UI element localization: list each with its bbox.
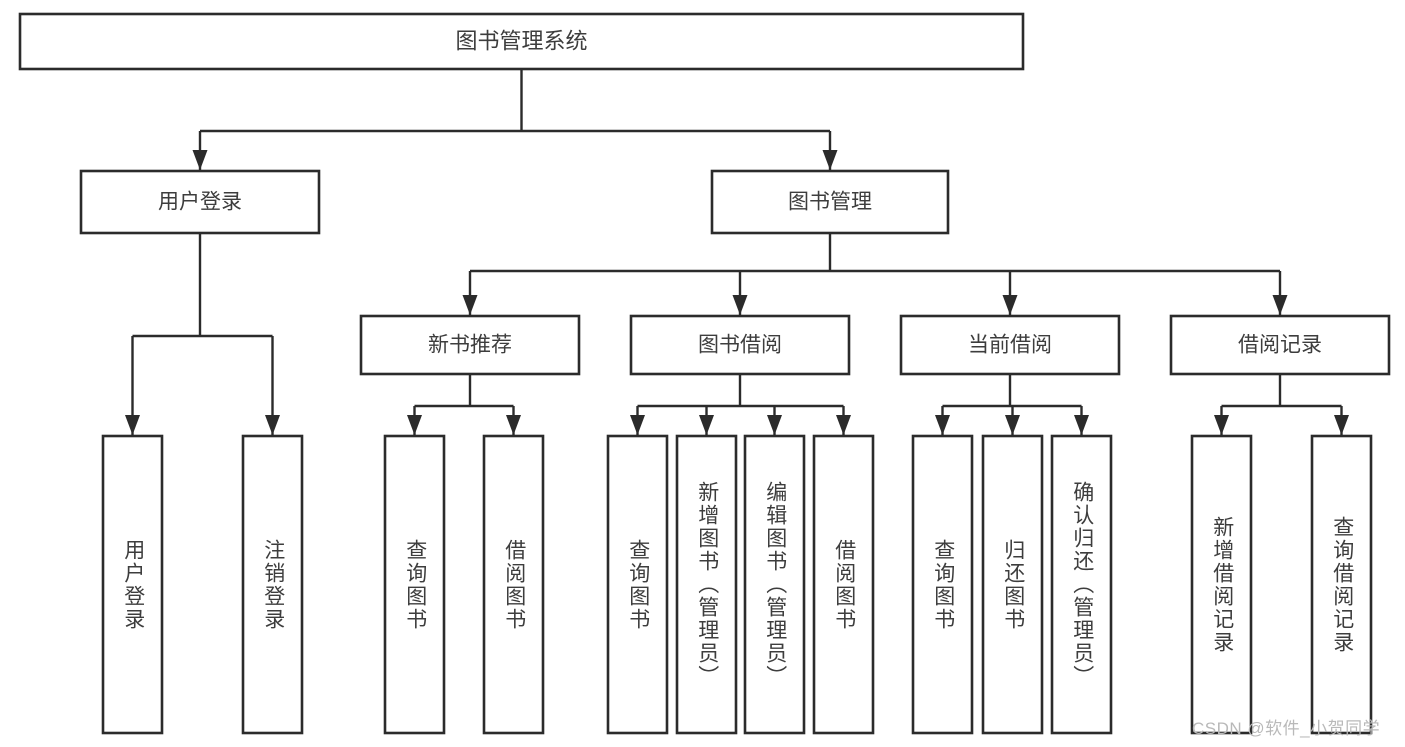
root-node-图书管理系统-rect bbox=[18, 12, 1025, 71]
leaf-node-3-rect bbox=[482, 434, 545, 735]
level3-node-0-label: 新书推荐 bbox=[428, 334, 512, 357]
root-node-label: 图书管理系统 bbox=[455, 28, 587, 53]
leaf-node-9[interactable] bbox=[981, 434, 1044, 735]
leaf-node-12-rect bbox=[1310, 434, 1373, 735]
leaf-node-12[interactable] bbox=[1310, 434, 1373, 735]
arrow-down-icon-level3-1-leaf-3 bbox=[836, 415, 851, 435]
arrow-down-icon-level3-0 bbox=[462, 295, 478, 315]
leaf-node-0-rect bbox=[101, 434, 164, 735]
leaf-node-9-rect bbox=[981, 434, 1044, 735]
arrow-down-icon-userlogin-leaf-1 bbox=[265, 415, 280, 435]
leaf-node-8[interactable] bbox=[911, 434, 974, 735]
level3-node-2-rect bbox=[899, 314, 1121, 376]
leaf-node-11[interactable] bbox=[1190, 434, 1253, 735]
leaf-node-8-rect bbox=[911, 434, 974, 735]
level2-node-0-label: 用户登录 bbox=[158, 191, 242, 214]
level2-node-1-label: 图书管理 bbox=[788, 191, 872, 214]
level3-node-3[interactable] bbox=[1169, 314, 1391, 376]
leaf-node-10-rect bbox=[1050, 434, 1113, 735]
leaf-node-5-rect bbox=[675, 434, 738, 735]
level2-node-0[interactable] bbox=[79, 169, 321, 235]
arrow-down-icon-level3-1-leaf-2 bbox=[767, 415, 782, 435]
level3-node-3-label: 借阅记录 bbox=[1238, 334, 1322, 357]
arrow-down-icon-level3-2-leaf-1 bbox=[1005, 415, 1020, 435]
leaf-node-2-rect bbox=[383, 434, 446, 735]
arrow-down-icon-level2-1 bbox=[822, 150, 838, 170]
leaf-node-3[interactable] bbox=[482, 434, 545, 735]
root-node-图书管理系统[interactable] bbox=[18, 12, 1025, 71]
level3-node-2-label: 当前借阅 bbox=[968, 334, 1052, 357]
level3-node-2[interactable] bbox=[899, 314, 1121, 376]
leaf-node-6[interactable] bbox=[743, 434, 806, 735]
arrow-down-icon-level3-1-leaf-1 bbox=[699, 415, 714, 435]
leaf-node-4-rect bbox=[606, 434, 669, 735]
arrow-down-icon-level3-2 bbox=[1002, 295, 1018, 315]
level3-node-0-rect bbox=[359, 314, 581, 376]
leaf-node-0[interactable] bbox=[101, 434, 164, 735]
arrow-down-icon-level3-3-leaf-1 bbox=[1334, 415, 1349, 435]
arrow-down-icon-level3-1 bbox=[732, 295, 748, 315]
level3-node-1-label: 图书借阅 bbox=[698, 334, 782, 357]
arrow-down-icon-level3-0-leaf-0 bbox=[407, 415, 422, 435]
leaf-node-10[interactable] bbox=[1050, 434, 1113, 735]
leaf-node-1[interactable] bbox=[241, 434, 304, 735]
level2-node-1[interactable] bbox=[710, 169, 950, 235]
leaf-node-11-rect bbox=[1190, 434, 1253, 735]
level2-node-1-rect bbox=[710, 169, 950, 235]
arrow-down-icon-level3-3-leaf-0 bbox=[1214, 415, 1229, 435]
arrow-down-icon-level3-0-leaf-1 bbox=[506, 415, 521, 435]
node-boxes bbox=[18, 12, 1391, 735]
level2-node-0-rect bbox=[79, 169, 321, 235]
arrow-down-icon-level3-2-leaf-0 bbox=[935, 415, 950, 435]
level3-node-3-rect bbox=[1169, 314, 1391, 376]
leaf-node-1-rect bbox=[241, 434, 304, 735]
csdn-watermark: CSDN @软件_小贺同学 bbox=[1192, 719, 1381, 738]
leaf-node-5[interactable] bbox=[675, 434, 738, 735]
arrow-down-icon-userlogin-leaf-0 bbox=[125, 415, 140, 435]
level3-node-1[interactable] bbox=[629, 314, 851, 376]
level3-node-0[interactable] bbox=[359, 314, 581, 376]
connector-lines bbox=[125, 69, 1349, 435]
arrow-down-icon-level2-0 bbox=[192, 150, 208, 170]
arrow-down-icon-level3-1-leaf-0 bbox=[630, 415, 645, 435]
leaf-node-2[interactable] bbox=[383, 434, 446, 735]
leaf-node-6-rect bbox=[743, 434, 806, 735]
leaf-node-7-rect bbox=[812, 434, 875, 735]
arrow-down-icon-level3-2-leaf-2 bbox=[1074, 415, 1089, 435]
level3-node-1-rect bbox=[629, 314, 851, 376]
leaf-node-7[interactable] bbox=[812, 434, 875, 735]
arrow-down-icon-level3-3 bbox=[1272, 295, 1288, 315]
leaf-node-4[interactable] bbox=[606, 434, 669, 735]
